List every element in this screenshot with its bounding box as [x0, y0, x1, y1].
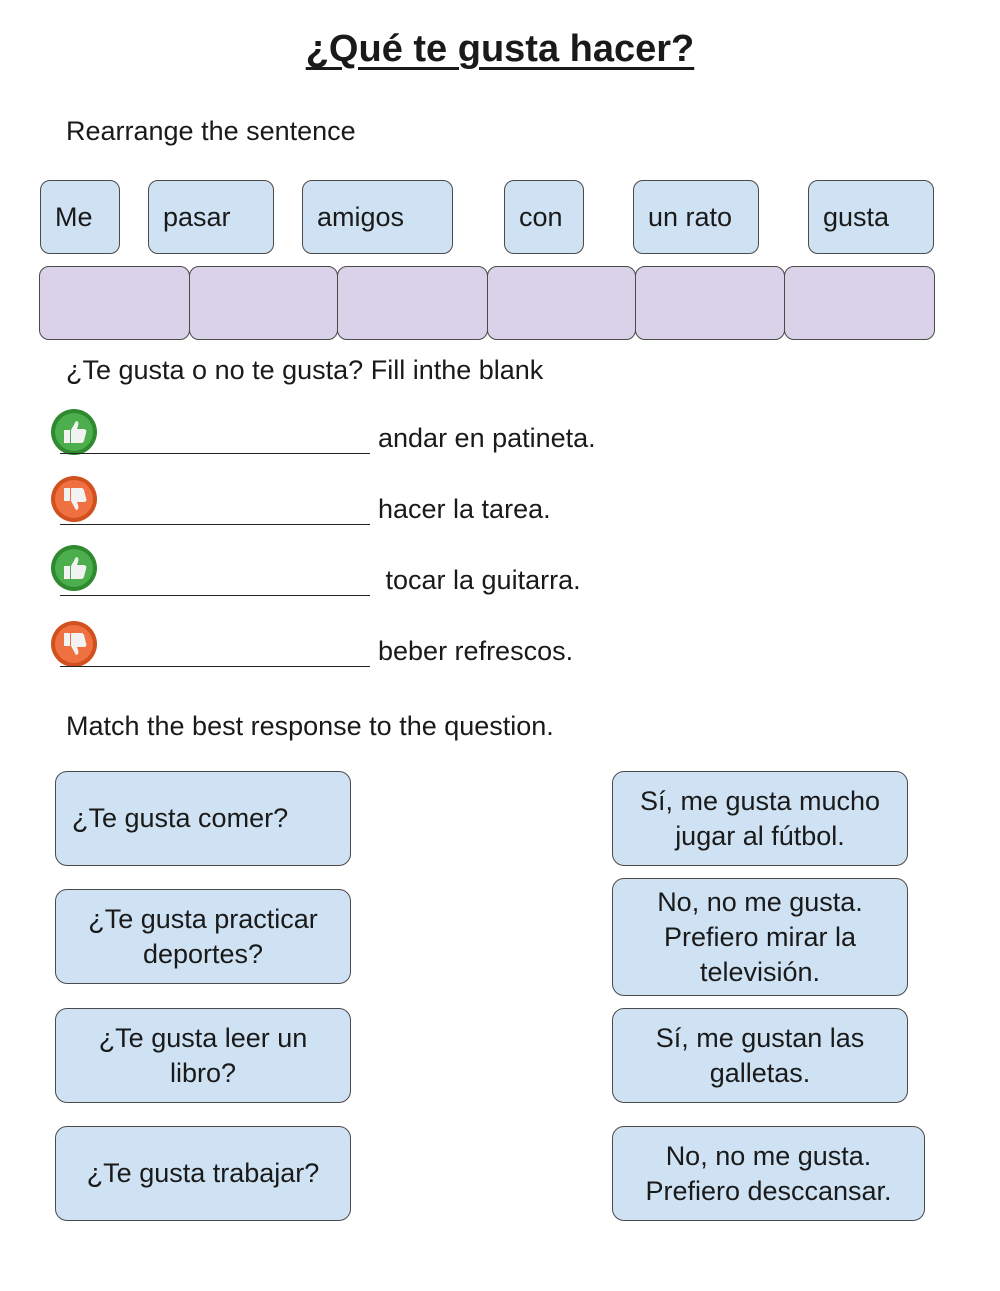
phrase-4: beber refrescos.	[378, 636, 574, 666]
question-card-1[interactable]: ¿Te gusta comer?	[55, 771, 351, 866]
word-tile-con[interactable]: con	[504, 180, 584, 254]
response-card-3[interactable]: Sí, me gustan las galletas.	[612, 1008, 908, 1103]
answer-blank-1[interactable]	[60, 453, 370, 454]
phrase-2: hacer la tarea.	[378, 494, 551, 524]
question-card-3[interactable]: ¿Te gusta leer un libro?	[55, 1008, 351, 1103]
fill-blank-heading: ¿Te gusta o no te gusta? Fill inthe blan…	[66, 355, 544, 385]
question-card-4[interactable]: ¿Te gusta trabajar?	[55, 1126, 351, 1221]
drop-slot-1[interactable]	[39, 266, 190, 340]
thumbs-down-icon	[51, 476, 97, 522]
phrase-3: tocar la guitarra.	[378, 565, 581, 595]
drop-slot-3[interactable]	[337, 266, 488, 340]
word-tile-amigos[interactable]: amigos	[302, 180, 453, 254]
response-card-2[interactable]: No, no me gusta. Prefiero mirar la telev…	[612, 878, 908, 996]
answer-blank-3[interactable]	[60, 595, 370, 596]
drop-slot-4[interactable]	[487, 266, 636, 340]
drop-slot-6[interactable]	[784, 266, 935, 340]
response-card-4[interactable]: No, no me gusta. Prefiero desccansar.	[612, 1126, 925, 1221]
thumbs-up-icon	[51, 409, 97, 455]
rearrange-heading: Rearrange the sentence	[66, 116, 356, 146]
match-heading: Match the best response to the question.	[66, 711, 554, 741]
word-tile-pasar[interactable]: pasar	[148, 180, 274, 254]
drop-slot-2[interactable]	[189, 266, 338, 340]
word-tile-un-rato[interactable]: un rato	[633, 180, 759, 254]
word-tile-gusta[interactable]: gusta	[808, 180, 934, 254]
drop-slot-5[interactable]	[635, 266, 785, 340]
answer-blank-4[interactable]	[60, 666, 370, 667]
thumbs-down-icon	[51, 621, 97, 667]
question-card-2[interactable]: ¿Te gusta practicar deportes?	[55, 889, 351, 984]
page-title: ¿Qué te gusta hacer?	[305, 28, 695, 70]
answer-blank-2[interactable]	[60, 524, 370, 525]
response-card-1[interactable]: Sí, me gusta mucho jugar al fútbol.	[612, 771, 908, 866]
phrase-1: andar en patineta.	[378, 423, 596, 453]
thumbs-up-icon	[51, 545, 97, 591]
word-tile-me[interactable]: Me	[40, 180, 120, 254]
